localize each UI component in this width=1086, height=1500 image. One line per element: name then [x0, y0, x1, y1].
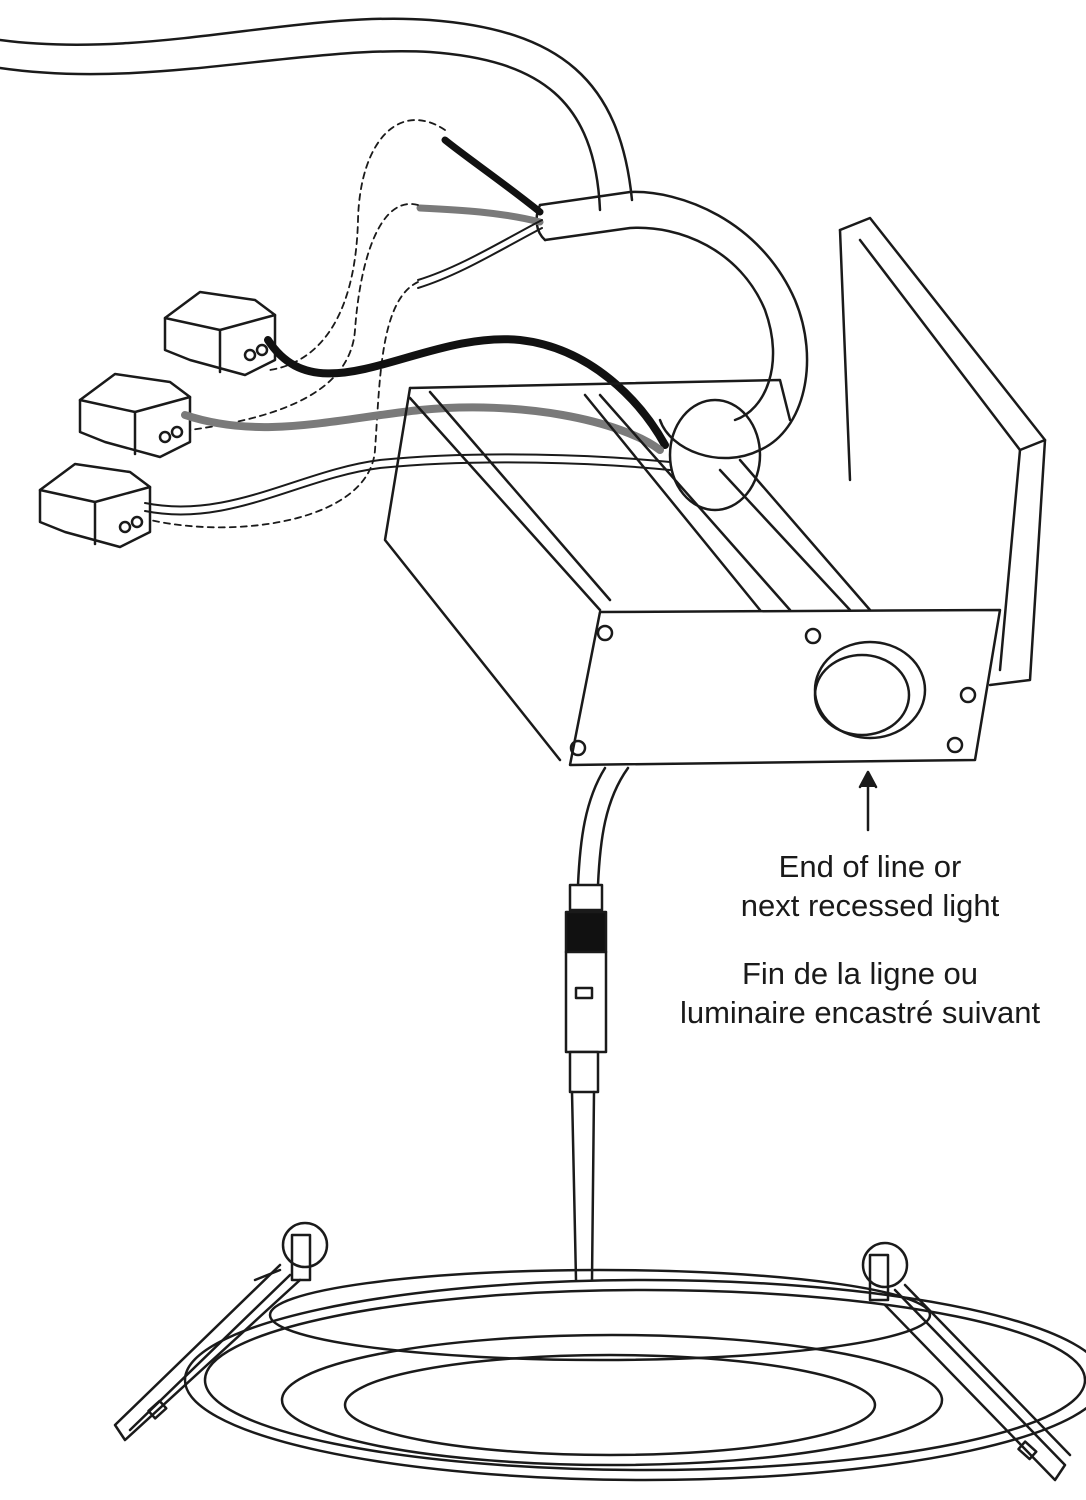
- recessed-luminaire: [183, 1268, 1086, 1482]
- wire-connector-3: [38, 462, 152, 549]
- spring-clip-right: [861, 1241, 1072, 1482]
- callout-label-french: Fin de la ligne ou luminaire encastré su…: [640, 955, 1080, 1033]
- callout-arrow: [858, 770, 878, 832]
- junction-box: [383, 216, 1047, 767]
- callout-en-line1: End of line or: [778, 849, 962, 884]
- spring-clip-left: [113, 1221, 329, 1442]
- callout-fr-line2: luminaire encastré suivant: [679, 994, 1041, 1030]
- wire-connector-1: [163, 290, 277, 377]
- supply-wires: [416, 136, 544, 289]
- callout-label-english: End of line or next recessed light: [690, 848, 1050, 926]
- supply-cable: [0, 17, 809, 460]
- wire-connector-2: [78, 372, 192, 459]
- callout-fr-line1: Fin de la ligne ou: [741, 956, 979, 991]
- callout-en-line2: next recessed light: [740, 887, 1000, 923]
- luminaire-cable: [564, 766, 630, 1282]
